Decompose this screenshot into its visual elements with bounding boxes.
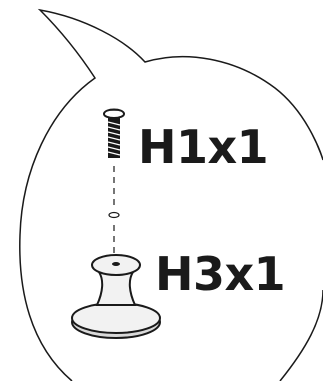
knob-quantity-label: H3x1 <box>155 247 286 301</box>
screw-quantity-label: H1x1 <box>138 120 269 174</box>
callout-bubble-right <box>279 289 323 382</box>
knob-icon <box>71 254 161 339</box>
screw-icon <box>103 108 125 158</box>
callout-bubble <box>19 8 323 382</box>
hole-marker <box>108 211 120 219</box>
